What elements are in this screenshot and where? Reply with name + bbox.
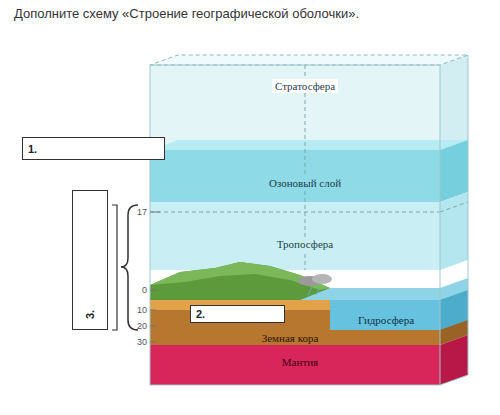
scale-number: 20 — [137, 321, 147, 332]
layer-name: Мантия — [279, 355, 321, 369]
hydrosphere-block — [330, 300, 440, 330]
answer-box: 3. — [72, 190, 108, 330]
layer-name: Земная кора — [259, 331, 322, 345]
ozone-top — [150, 140, 468, 150]
layer-name: Стратосфера — [272, 79, 338, 93]
scale-ticks — [150, 212, 160, 342]
land-hills — [150, 262, 330, 300]
troposphere-layer — [150, 202, 440, 270]
ozone-layer — [150, 150, 440, 202]
scale-number: 17 — [137, 207, 147, 218]
answer-box: 1. — [22, 137, 165, 160]
stratosphere-layer — [150, 65, 440, 150]
scale-number: 10 — [137, 305, 147, 316]
layer-name: Озоновый слой — [266, 176, 344, 190]
task-title: Дополните схему «Строение географической… — [14, 6, 359, 21]
layer-name: Тропосфера — [274, 237, 336, 251]
scale-number: 0 — [142, 285, 147, 296]
mantle-layer — [150, 345, 440, 385]
answer-number: 3. — [84, 310, 97, 319]
curly-brace — [121, 205, 138, 330]
answer-box: 2. — [190, 305, 285, 323]
layer-name: Гидросфера — [355, 313, 417, 327]
square-bracket — [112, 205, 117, 330]
answer-number: 1. — [28, 142, 37, 155]
scale-number: 30 — [137, 337, 147, 348]
answer-number: 2. — [196, 308, 205, 321]
